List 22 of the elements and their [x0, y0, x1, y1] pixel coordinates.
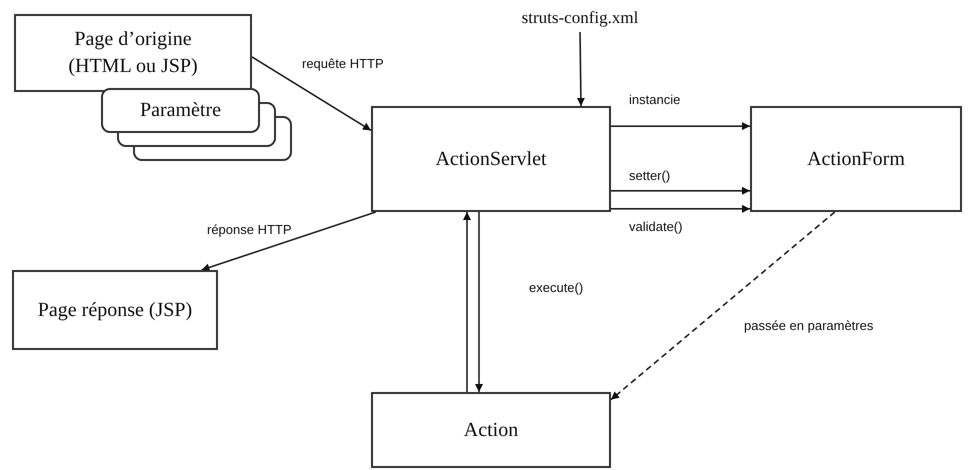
edge-label: requête HTTP — [300, 56, 386, 72]
card-label: Paramètre — [138, 98, 222, 123]
process-box: Action — [371, 392, 611, 468]
process-box: ActionForm — [750, 106, 962, 212]
edge-label: setter() — [627, 168, 672, 184]
edge-label: execute() — [527, 280, 586, 296]
edge-label: passée en paramètres — [742, 318, 876, 334]
arrow — [252, 56, 372, 132]
edge-label: réponse HTTP — [205, 222, 294, 238]
process-box: Page d’origine (HTML ou JSP) — [14, 14, 252, 92]
arrow — [576, 32, 585, 106]
arrow — [611, 186, 750, 195]
arrow — [201, 211, 376, 272]
arrow — [611, 204, 750, 213]
arrow — [463, 212, 471, 392]
stacked-cards — [101, 88, 294, 163]
process-box: ActionServlet — [371, 106, 611, 212]
dashed-arrow — [610, 211, 836, 400]
edge-label: validate() — [627, 219, 684, 235]
process-box: Page réponse (JSP) — [12, 270, 218, 350]
arrow — [611, 122, 750, 130]
arrow — [475, 212, 483, 392]
